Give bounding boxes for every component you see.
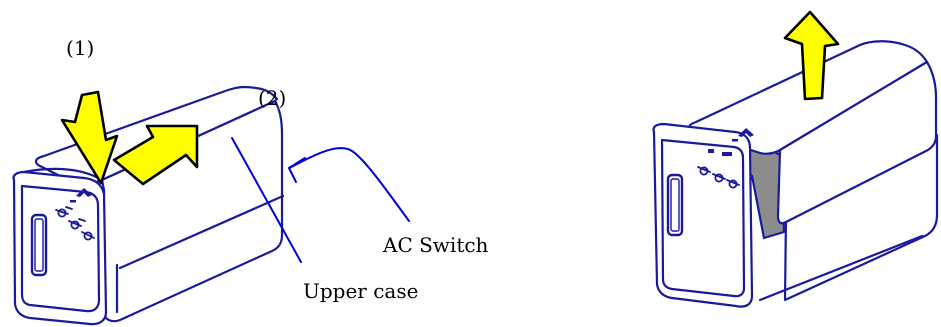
right-device-indicator-buttons <box>697 149 740 189</box>
step-2-label: (2) <box>258 86 287 110</box>
left-device <box>12 85 285 326</box>
right-device-front-inner <box>660 138 746 298</box>
ac-switch-callout-arrowhead <box>288 157 306 183</box>
slide-back-arrow <box>112 124 199 186</box>
right-device-upper-side <box>776 60 938 225</box>
left-device-front-bezel <box>12 170 108 326</box>
left-device-indicator-buttons <box>55 206 95 241</box>
left-device-side-seam <box>118 194 285 270</box>
ac-switch-label: AC Switch <box>383 233 489 257</box>
right-device-lower-side <box>783 133 939 302</box>
callout-lines <box>231 137 410 263</box>
left-device-front-inner <box>20 184 101 313</box>
right-device-logo <box>732 128 754 142</box>
left-device-front-lip <box>22 167 104 182</box>
ac-switch-callout-line <box>288 147 410 222</box>
step-1-label: (1) <box>66 36 95 60</box>
left-device-logo <box>70 188 92 203</box>
lift-up-arrow <box>783 10 840 101</box>
right-device-front-bezel <box>652 122 754 308</box>
upper-case-callout-line <box>231 137 302 263</box>
right-device <box>652 40 939 308</box>
left-device-side-face <box>100 99 284 323</box>
press-down-arrow <box>60 90 119 185</box>
right-device-lower-bottom <box>758 234 924 302</box>
upper-case-label: Upper case <box>303 279 419 303</box>
